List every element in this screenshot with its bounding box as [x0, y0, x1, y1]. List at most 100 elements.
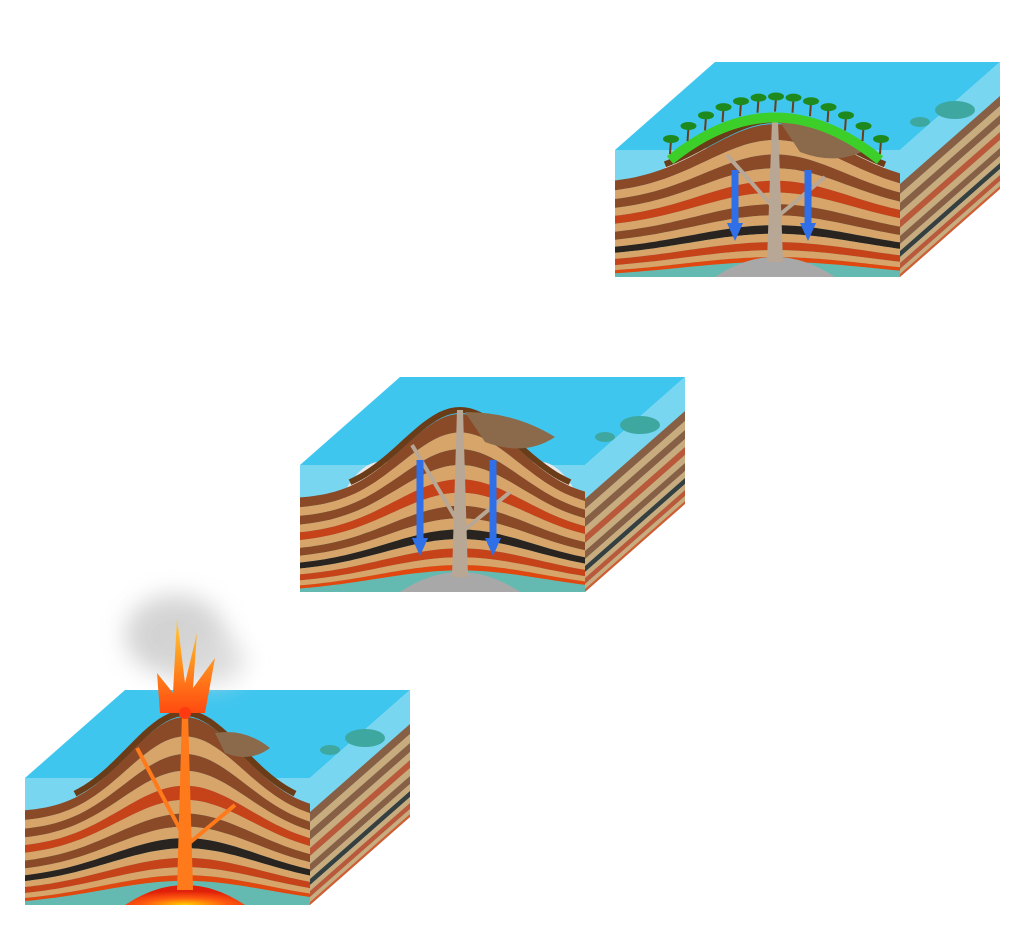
- seafloor-rock: [345, 729, 385, 747]
- rock-layer-side: [310, 784, 410, 879]
- down-arrow-icon: [727, 223, 743, 241]
- rock-layer-side: [585, 411, 685, 509]
- palm-tree-icon: [820, 103, 837, 112]
- rock-layer-side: [900, 156, 1000, 251]
- rock-layer-side: [585, 496, 685, 589]
- rock-layer-side: [900, 140, 1000, 236]
- rock-layer-side: [310, 743, 410, 840]
- rock-layer: [300, 414, 585, 508]
- volcanic-conduit: [767, 120, 783, 262]
- rock-layer-side: [310, 814, 410, 905]
- rock-layer: [25, 754, 310, 838]
- rock-layer-side: [900, 169, 1000, 263]
- rock-layer: [300, 518, 585, 563]
- rock-layer: [615, 225, 900, 253]
- dike: [725, 153, 775, 209]
- rock-layer: [615, 192, 900, 232]
- rock-layer: [615, 180, 900, 224]
- rock-layer-side: [310, 776, 410, 872]
- rock-layer-side: [585, 455, 685, 551]
- down-arrow-icon: [485, 538, 501, 556]
- rock-layer: [615, 204, 900, 240]
- eroded-flank: [780, 122, 870, 159]
- rock-layer: [615, 233, 900, 259]
- rock-layer-side: [585, 484, 685, 578]
- rock-layer-side: [900, 163, 1000, 257]
- rock-layer-side: [585, 430, 685, 527]
- palm-tree-icon: [838, 111, 854, 120]
- rock-layer-side: [900, 148, 1000, 244]
- rock-layer: [300, 449, 585, 525]
- rock-layer: [615, 168, 900, 216]
- rock-layer-side: [900, 175, 1000, 269]
- rock-layer: [25, 736, 310, 829]
- dike: [410, 443, 460, 524]
- palm-tree-icon: [698, 111, 714, 120]
- rock-layer-side: [585, 421, 685, 518]
- rock-layer: [25, 838, 310, 882]
- stage-atoll: [615, 62, 1000, 277]
- rock-layer-side: [310, 797, 410, 891]
- dike: [185, 803, 237, 847]
- rock-layer-side: [310, 768, 410, 864]
- rock-layer-side: [310, 803, 410, 897]
- rock-layer: [25, 857, 310, 893]
- rock-layer: [300, 432, 585, 516]
- rock-layer: [25, 826, 310, 876]
- rock-layer: [300, 465, 585, 533]
- rock-layer: [25, 867, 310, 898]
- rock-layer-side: [585, 463, 685, 559]
- rock-layer: [25, 813, 310, 869]
- rock-layer: [300, 539, 585, 575]
- dike: [460, 490, 512, 534]
- palm-tree-icon: [768, 92, 784, 101]
- rock-layer: [25, 785, 310, 853]
- seafloor-rock: [620, 416, 660, 434]
- rock-layer: [615, 215, 900, 247]
- rock-layer: [25, 717, 310, 820]
- rock-layer: [615, 154, 900, 208]
- palm-tree-icon: [715, 103, 732, 112]
- rock-layer-side: [585, 471, 685, 566]
- coral-reef-ring: [666, 112, 884, 164]
- rock-layer: [25, 770, 310, 845]
- rock-layer: [300, 557, 585, 586]
- eroded-flank: [465, 412, 555, 449]
- dike: [775, 175, 827, 219]
- palm-tree-icon: [680, 122, 697, 131]
- seafloor-rock: [935, 101, 975, 119]
- stage-erupting-volcano: [25, 595, 410, 905]
- palm-tree-icon: [750, 93, 767, 102]
- rock-layer-side: [900, 132, 1000, 228]
- rock-layer: [25, 848, 310, 887]
- rock-layer: [615, 242, 900, 266]
- magma-chamber: [400, 572, 520, 592]
- rock-layer-side: [585, 490, 685, 584]
- stage-subsiding-volcano: [300, 377, 685, 592]
- rock-layer-side: [310, 760, 410, 856]
- rock-layer: [615, 250, 900, 271]
- eruption-plume-icon: [157, 618, 215, 713]
- rock-layer-side: [310, 752, 410, 848]
- rock-layer: [300, 479, 585, 541]
- rock-layer-side: [900, 124, 1000, 220]
- rock-layer-side: [310, 809, 410, 902]
- seafloor-rock: [320, 745, 340, 755]
- rock-layer-side: [310, 791, 410, 885]
- rock-layer: [25, 875, 310, 901]
- rock-layer: [300, 565, 585, 589]
- rock-layer: [300, 548, 585, 581]
- palm-tree-icon: [663, 135, 679, 143]
- rock-layer-side: [900, 181, 1000, 274]
- palm-tree-icon: [803, 97, 819, 106]
- rock-layer-side: [310, 724, 410, 822]
- rock-layer-side: [900, 96, 1000, 194]
- palm-tree-icon: [733, 97, 749, 106]
- rock-layer-side: [585, 501, 685, 592]
- rock-layer-side: [900, 106, 1000, 203]
- palm-tree-icon: [785, 93, 802, 102]
- seafloor-rock: [910, 117, 930, 127]
- dike: [135, 747, 185, 836]
- volcanic-conduit: [452, 410, 468, 577]
